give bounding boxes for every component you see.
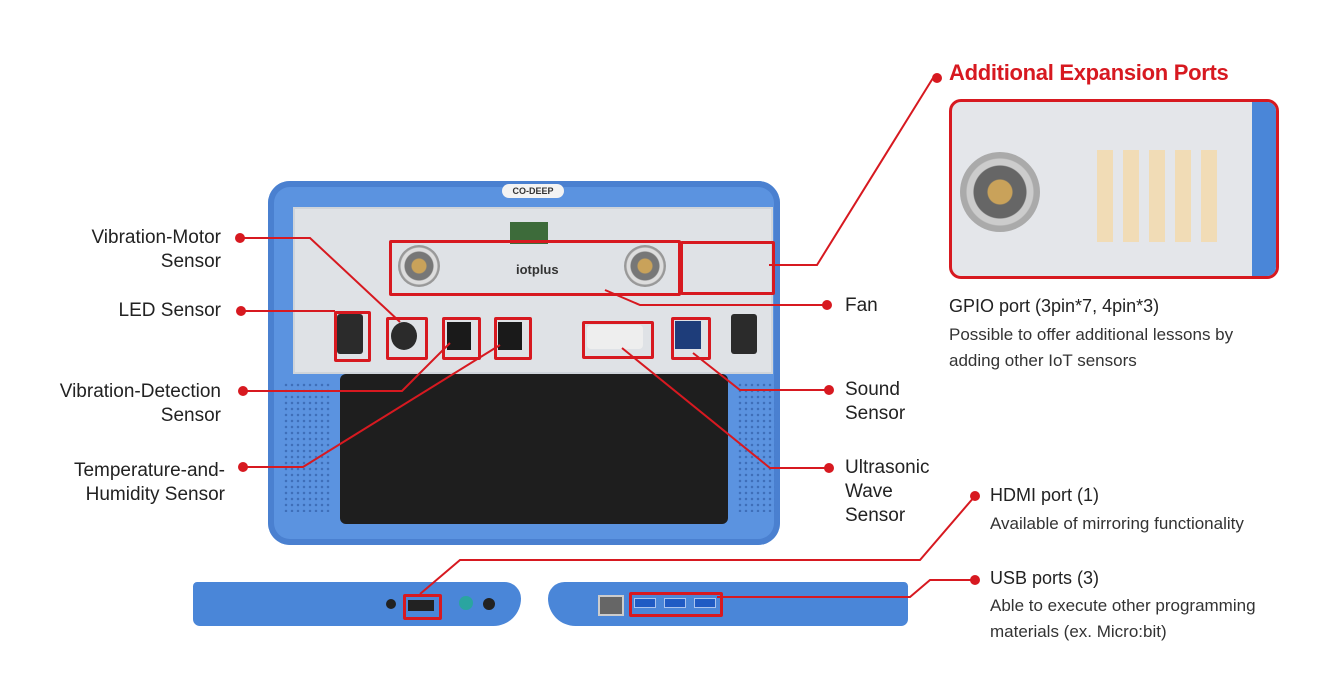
sound-frame: [671, 317, 711, 360]
temp-humidity-sensor-icon: [498, 322, 522, 350]
usb-port-2-icon: [664, 598, 686, 608]
keyboard: [340, 374, 728, 524]
temp-humidity-frame: [494, 317, 532, 360]
hdmi-title: HDMI port (1): [990, 485, 1100, 505]
usb-title: USB ports (3): [990, 568, 1100, 588]
speaker-left: [283, 382, 331, 512]
dc-jack-icon: [483, 598, 495, 610]
label-temperature-humidity-sensor: Temperature-and-Humidity Sensor: [73, 460, 225, 505]
fan-right-icon: [624, 245, 666, 287]
ultrasonic-sensor-icon: [587, 325, 643, 349]
hdmi-frame: [403, 594, 442, 620]
audio-jack-icon: [386, 599, 396, 609]
sound-sensor-icon: [675, 321, 701, 349]
power-button-icon: [459, 596, 473, 610]
vibration-motor-frame: [386, 317, 428, 360]
vibration-motor-sensor-icon: [391, 322, 417, 350]
ultrasonic-frame: [582, 321, 654, 359]
usb-port-3-icon: [694, 598, 716, 608]
label-fan: Fan: [845, 295, 878, 316]
hdmi-desc: Available of mirroring functionality: [990, 514, 1244, 533]
usb-frame: [629, 592, 723, 617]
zoom-connectors: [1097, 150, 1227, 242]
led-frame: [334, 311, 371, 362]
led-sensor-icon: [337, 314, 363, 354]
vibration-detection-sensor-icon: [447, 322, 471, 350]
fan-left-icon: [398, 245, 440, 287]
ethernet-port-icon: [598, 595, 624, 616]
expansion-zoom-photo: [949, 99, 1279, 279]
expansion-frame: [680, 241, 775, 295]
zoom-blue-frame: [1252, 102, 1276, 276]
hdmi-port-icon: [408, 600, 434, 611]
usb-port-1-icon: [634, 598, 656, 608]
fan-frame: [389, 240, 681, 296]
vibration-detection-frame: [442, 317, 481, 360]
device-logo: CO-DEEP: [502, 184, 564, 198]
wifi-module: [510, 222, 548, 244]
zoom-fan-icon: [960, 152, 1040, 232]
gpio-port-title: GPIO port (3pin*7, 4pin*3): [949, 296, 1160, 316]
board-logo: iotplus: [516, 262, 559, 277]
expansion-title: Additional Expansion Ports: [949, 60, 1229, 85]
label-led-sensor: LED Sensor: [118, 300, 221, 321]
led-sensor-2-icon: [731, 314, 757, 354]
